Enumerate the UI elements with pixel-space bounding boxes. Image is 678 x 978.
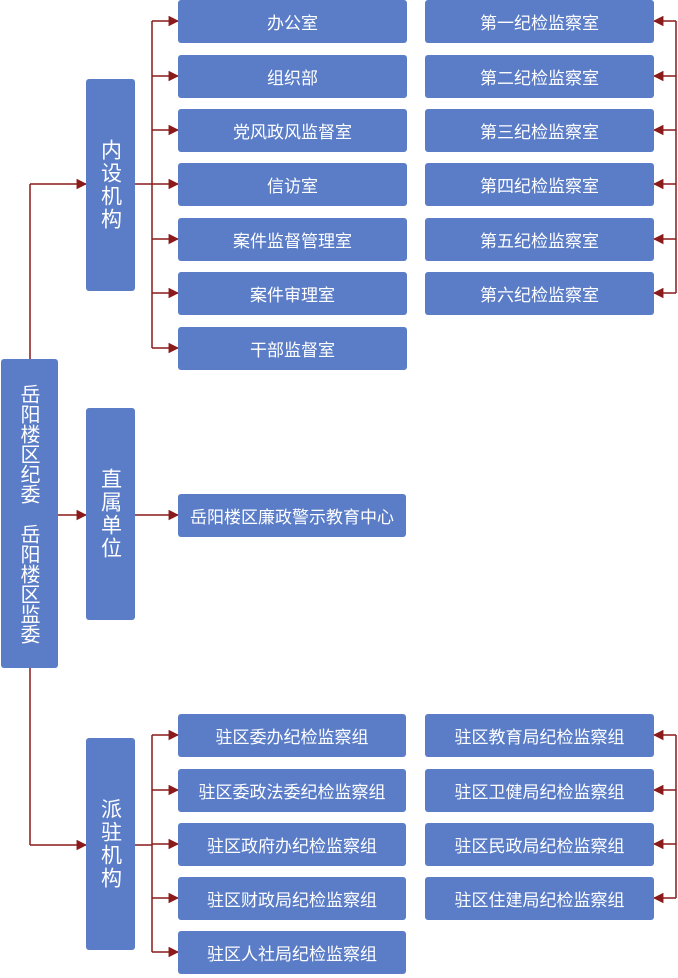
root-label: 岳阳楼区纪委 岳阳楼区监委 [17,383,41,644]
neishe-left-node: 党风政风监督室 [178,109,407,152]
neishe-left-node: 组织部 [178,55,407,98]
paizhu-right-node: 驻区民政局纪检监察组 [425,823,654,866]
paizhu-left-node: 驻区人社局纪检监察组 [178,931,406,974]
neishe-right-node: 第六纪检监察室 [425,272,654,315]
category-zhishu: 直属单位 [86,408,135,620]
category-paizhu: 派驻机构 [86,738,135,950]
neishe-left-node: 案件监督管理室 [178,218,407,261]
zhishu-node: 岳阳楼区廉政警示教育中心 [178,494,406,537]
paizhu-right-node: 驻区住建局纪检监察组 [425,877,654,920]
neishe-right-node: 第一纪检监察室 [425,0,654,43]
paizhu-right-node: 驻区卫健局纪检监察组 [425,769,654,812]
paizhu-left-node: 驻区委政法委纪检监察组 [178,769,406,812]
paizhu-left-node: 驻区政府办纪检监察组 [178,823,406,866]
neishe-left-node: 办公室 [178,0,407,43]
neishe-left-node: 案件审理室 [178,272,407,315]
paizhu-left-node: 驻区委办纪检监察组 [178,714,406,757]
neishe-right-node: 第四纪检监察室 [425,163,654,206]
paizhu-right-node: 驻区教育局纪检监察组 [425,714,654,757]
neishe-right-node: 第五纪检监察室 [425,218,654,261]
category-label: 内设机构 [98,139,123,231]
category-label: 派驻机构 [98,798,123,890]
neishe-right-node: 第三纪检监察室 [425,109,654,152]
root-box: 岳阳楼区纪委 岳阳楼区监委 [1,359,58,668]
category-neishe: 内设机构 [86,79,135,291]
category-label: 直属单位 [98,468,123,560]
neishe-left-node: 信访室 [178,163,407,206]
paizhu-left-node: 驻区财政局纪检监察组 [178,877,406,920]
neishe-right-node: 第二纪检监察室 [425,55,654,98]
neishe-left-node: 干部监督室 [178,327,407,370]
